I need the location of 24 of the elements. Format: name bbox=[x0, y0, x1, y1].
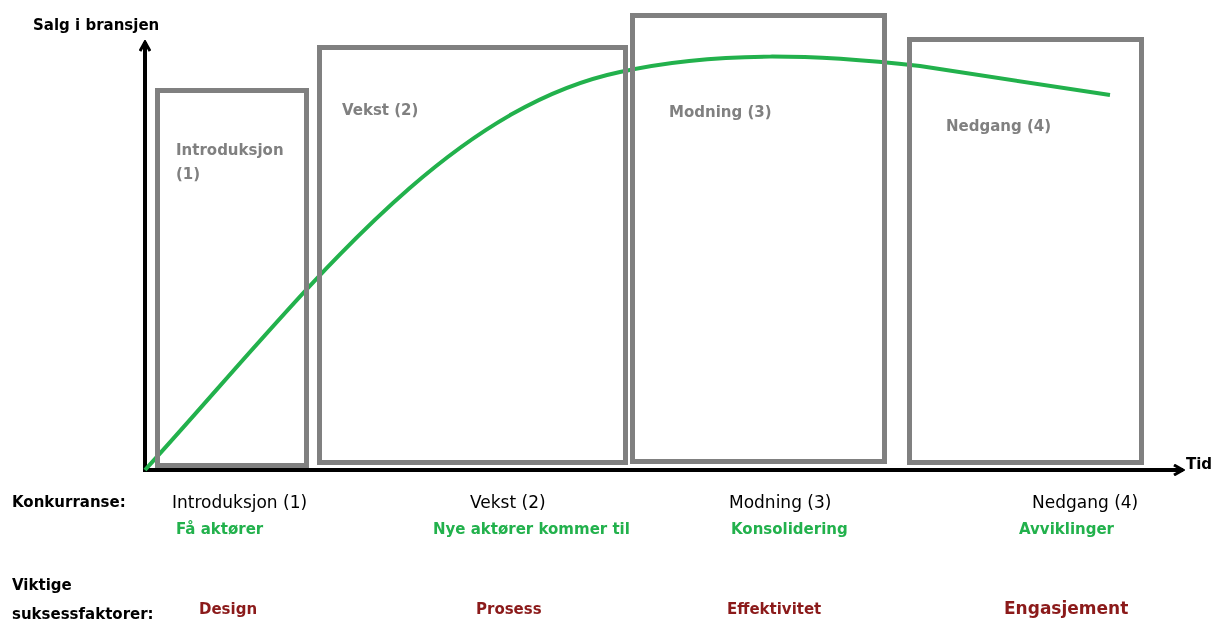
axis-title: Salg i bransjen bbox=[33, 16, 160, 34]
success-factor: Effektivitet bbox=[727, 600, 822, 618]
phase-box bbox=[907, 37, 1144, 465]
phase-name: Introduksjon (1) bbox=[172, 492, 308, 512]
phase-title: Modning (3) bbox=[669, 102, 773, 123]
phase-title: Nedgang (4) bbox=[946, 116, 1053, 137]
phase-box bbox=[155, 88, 309, 468]
row-heading: Viktige suksessfaktorer: bbox=[12, 575, 152, 621]
axis-title: Tid bbox=[1186, 455, 1213, 473]
phase-title: Introduksjon (1) bbox=[176, 140, 285, 185]
phase-name: Modning (3) bbox=[729, 492, 832, 512]
competition-note: Nye aktører kommer til bbox=[433, 520, 630, 538]
success-factor: Prosess bbox=[476, 600, 542, 618]
phase-title: Vekst (2) bbox=[342, 100, 420, 121]
phase-box bbox=[317, 45, 628, 465]
competition-note: Konsolidering bbox=[731, 520, 848, 538]
success-factor: Engasjement bbox=[1004, 598, 1129, 618]
competition-note: Avviklinger bbox=[1019, 520, 1115, 538]
phase-name: Nedgang (4) bbox=[1032, 492, 1139, 512]
row-heading: Konkurranse: bbox=[12, 493, 126, 511]
phase-name: Vekst (2) bbox=[470, 492, 546, 512]
success-factor: Design bbox=[199, 600, 258, 618]
competition-note: Få aktører bbox=[176, 520, 264, 538]
phase-box bbox=[630, 13, 887, 464]
